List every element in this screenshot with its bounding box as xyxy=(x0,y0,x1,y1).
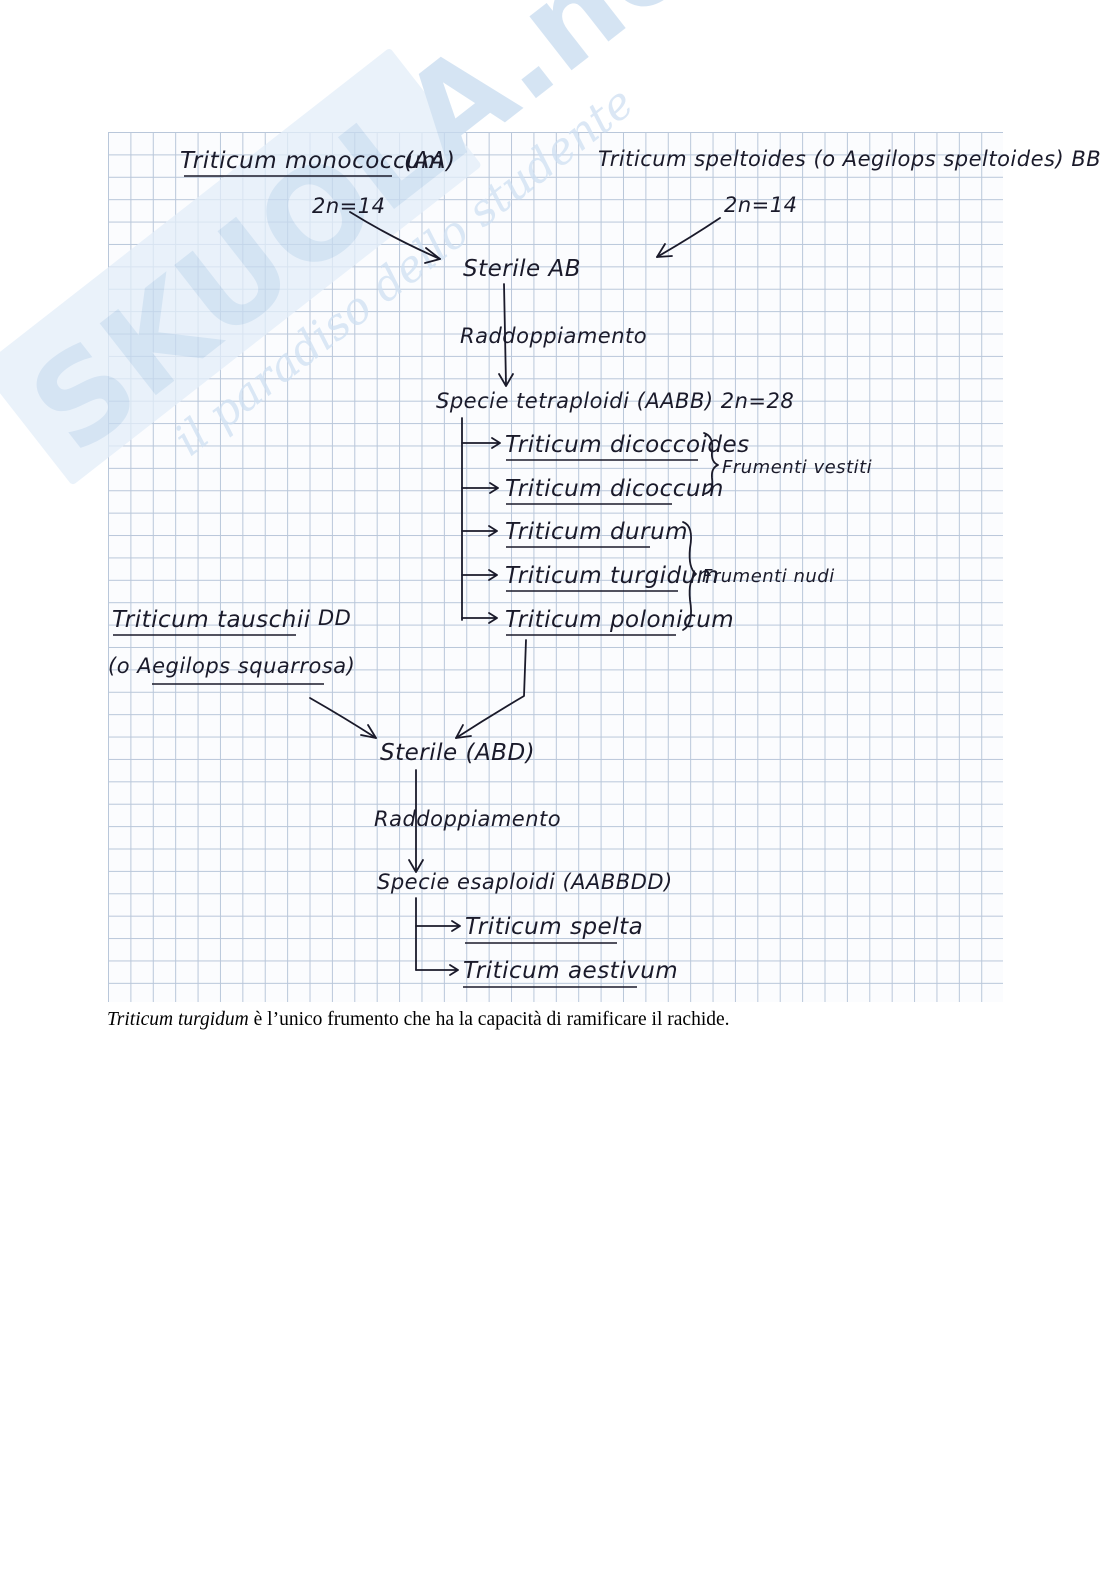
species-aestivum: Triticum aestivum xyxy=(463,958,678,984)
arrow-speltoides-to-sterile xyxy=(656,217,721,258)
branch-durum xyxy=(461,525,498,537)
arrowhead-tauschii xyxy=(360,724,377,739)
caption-italic: Triticum turgidum xyxy=(107,1009,249,1030)
group-vestiti-label: Frumenti vestiti xyxy=(722,457,872,478)
caption-text: è l’unico frumento che ha la capacità di… xyxy=(248,1009,730,1030)
speltoides-chromosomes: 2n=14 xyxy=(724,193,798,217)
tetraploid-branches xyxy=(461,437,501,624)
group-nudi-label: Frumenti nudi xyxy=(702,566,835,587)
sterile-ab-label: Sterile AB xyxy=(463,256,581,282)
arrow-monococcum-to-sterile xyxy=(349,211,441,260)
brace-nudi xyxy=(682,521,697,631)
species-polonicum: Triticum polonicum xyxy=(505,607,734,633)
branch-dicoccoides xyxy=(461,437,501,449)
branch-turgidum xyxy=(461,569,498,581)
tauschii-alt-name: (o Aegilops squarrosa) xyxy=(108,654,355,678)
tauschii-name: Triticum tauschii xyxy=(112,607,311,633)
esaploidi-label: Specie esaploidi (AABBDD) xyxy=(377,870,673,894)
stem-sterile-ab-to-tetraploidi xyxy=(503,283,507,385)
branch-aestivum xyxy=(415,964,459,976)
caption: Triticum turgidum è l’unico frumento che… xyxy=(107,1009,1007,1031)
branch-spelta xyxy=(415,920,461,932)
tetraploid-species-list: Triticum dicoccoides Triticum dicoccum T… xyxy=(505,432,749,636)
brace-vestiti xyxy=(703,432,719,495)
arrow-tauschii-to-sterile xyxy=(309,697,377,739)
arrowhead-speltoides xyxy=(656,243,673,258)
arrowhead-tetraploidi xyxy=(498,373,514,387)
species-turgidum: Triticum turgidum xyxy=(505,563,720,589)
arrowhead-tetraploid xyxy=(455,724,472,739)
arrow-tetraploid-to-sterile-abd xyxy=(455,639,527,739)
arrowhead-esaploidi xyxy=(408,859,424,873)
watermark-band xyxy=(0,49,481,485)
tetraploidi-label: Specie tetraploidi (AABB) 2n=28 xyxy=(436,389,794,413)
species-durum: Triticum durum xyxy=(505,519,688,545)
monococcum-genome: (AA) xyxy=(404,148,455,174)
species-spelta: Triticum spelta xyxy=(465,914,643,940)
sterile-abd-label: Sterile (ABD) xyxy=(380,740,535,766)
raddoppiamento-2-label: Raddoppiamento xyxy=(374,807,561,831)
tauschii-genome: DD xyxy=(318,606,351,630)
speltoides-name: Triticum speltoides (o Aegilops speltoid… xyxy=(598,147,1101,171)
branch-polonicum xyxy=(461,612,498,624)
raddoppiamento-1-label: Raddoppiamento xyxy=(460,324,647,348)
species-dicoccum: Triticum dicoccum xyxy=(505,476,724,502)
branch-dicoccum xyxy=(461,482,499,494)
monococcum-chromosomes: 2n=14 xyxy=(312,194,386,218)
arrowhead-monococcum xyxy=(424,247,441,264)
monococcum-name: Triticum monococcum xyxy=(180,148,444,174)
